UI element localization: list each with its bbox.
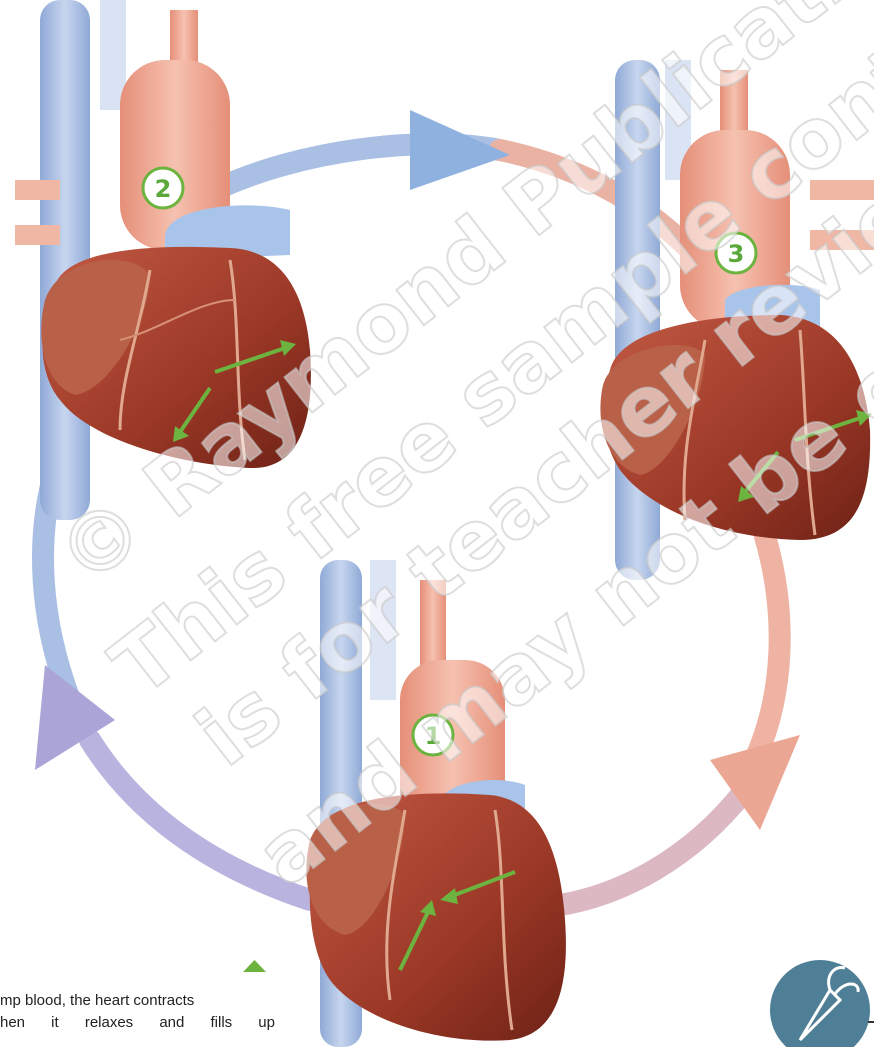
caption-line-1: mp blood, the heart contracts <box>0 990 275 1012</box>
carrot-badge-icon <box>770 960 874 1047</box>
stage-2-number: 2 <box>155 175 172 203</box>
caption-line-2: hen it relaxes and fills up <box>0 1012 275 1034</box>
stage-2-number-badge: 2 <box>143 168 183 208</box>
figure-caption: mp blood, the heart contracts hen it rel… <box>0 990 275 1034</box>
green-triangle-icon <box>243 960 266 972</box>
